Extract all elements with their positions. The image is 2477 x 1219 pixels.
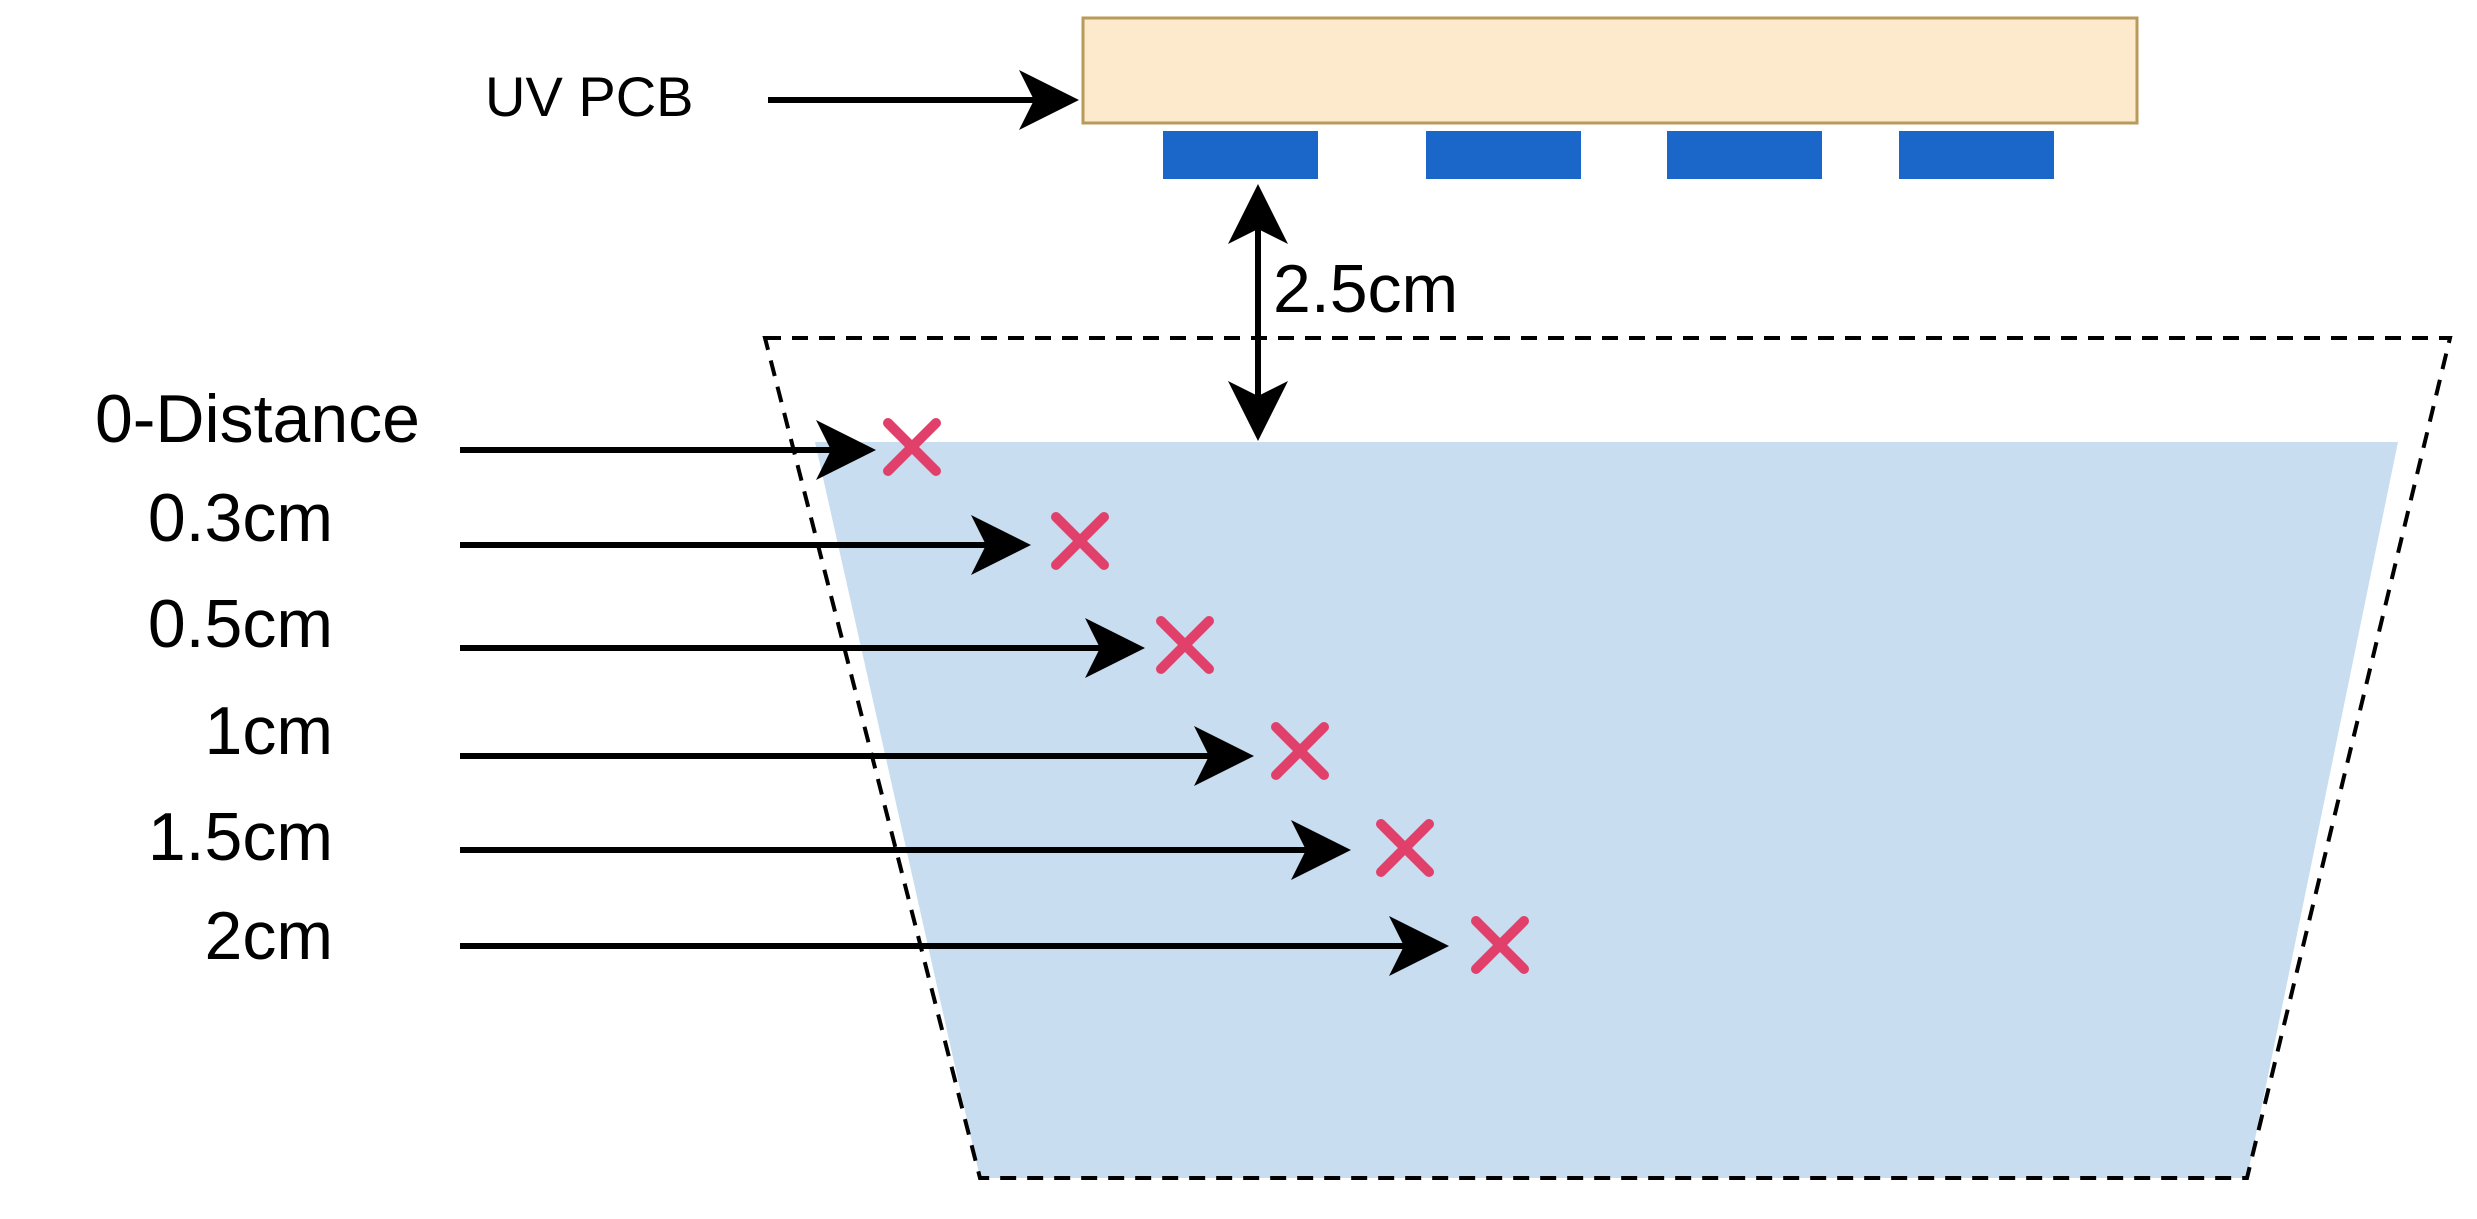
measurement-label: 1cm <box>205 693 333 769</box>
measurement-label: 1.5cm <box>148 799 333 875</box>
measurement-point-marker <box>1471 916 1529 974</box>
uv-led-4 <box>1899 131 2054 179</box>
gap-distance-label: 2.5cm <box>1273 251 1458 327</box>
measurement-label: 0-Distance <box>95 381 420 457</box>
measurement-label: 2cm <box>205 898 333 974</box>
water-body <box>815 442 2398 1178</box>
uv-led-group <box>1163 131 2054 179</box>
measurement-label: 0.3cm <box>148 480 333 556</box>
measurement-group: 0-Distance 0.3cm 0.5cm 1cm 1.5cm 2cm <box>95 381 1529 976</box>
uv-pcb-label: UV PCB <box>485 65 694 128</box>
container-outline <box>762 336 2453 1180</box>
measurement-point-marker <box>1271 722 1329 780</box>
measurement-point-marker <box>1156 616 1214 674</box>
uv-pcb-board <box>1081 16 2139 125</box>
uv-led-1 <box>1163 131 1318 179</box>
uv-led-2 <box>1426 131 1581 179</box>
measurement-point-marker <box>1051 512 1109 570</box>
measurement-point-marker <box>1376 819 1434 877</box>
uv-led-3 <box>1667 131 1822 179</box>
measurement-label: 0.5cm <box>148 586 333 662</box>
measurement-point-marker <box>883 418 941 476</box>
